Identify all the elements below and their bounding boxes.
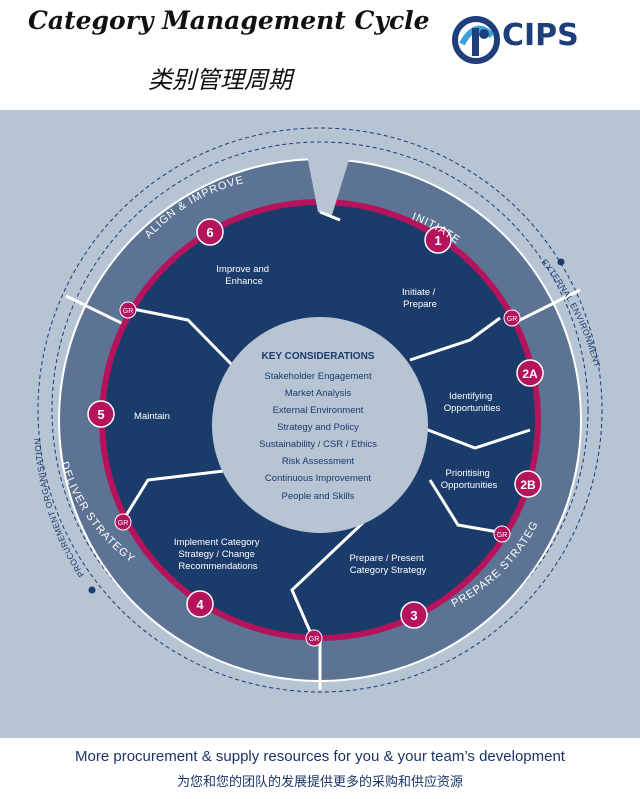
- stage-badge: [516, 359, 544, 387]
- gate-label: GR: [507, 316, 518, 323]
- consideration-item: Sustainability / CSR / Ethics: [259, 439, 377, 450]
- footer: More procurement & supply resources for …: [0, 738, 640, 799]
- stage-label-6: Improve and Enhance: [216, 264, 271, 287]
- cips-logo-icon: [452, 16, 500, 64]
- gate-label: GR: [118, 520, 129, 527]
- consideration-item: Stakeholder Engagement: [264, 371, 372, 382]
- consideration-item: Market Analysis: [285, 388, 352, 399]
- stage-number: 4: [196, 597, 204, 612]
- stage-badge: [186, 590, 214, 618]
- footer-chinese: 为您和您的团队的发展提供更多的采购和供应资源: [176, 775, 463, 790]
- cips-logo-text: CIPS: [502, 18, 579, 53]
- gate-label: GR: [123, 308, 134, 315]
- consideration-item: Strategy and Policy: [277, 422, 359, 433]
- gate-markers: GR GR GR GR GR: [114, 301, 521, 647]
- consideration-item: Risk Assessment: [282, 456, 355, 467]
- external-bullet-icon: [557, 258, 565, 266]
- stage-number: 2A: [522, 367, 538, 381]
- stage-badge: [400, 601, 428, 629]
- stage-label-2b: Prioritising Opportunities: [441, 468, 498, 491]
- stage-badge: [87, 400, 115, 428]
- stage-badge: [196, 218, 224, 246]
- gate-marker: [114, 513, 132, 531]
- page-title: Category Management Cycle: [28, 6, 430, 35]
- stage-badge: [514, 470, 542, 498]
- outer-dashed-ring: [37, 127, 603, 693]
- footer-english: More procurement & supply resources for …: [75, 748, 565, 765]
- stage-badge: [424, 226, 452, 254]
- stage-label-3: Prepare / Present Category Strategy: [349, 553, 426, 576]
- gate-marker: [305, 629, 323, 647]
- consideration-item: External Environment: [273, 405, 364, 416]
- stage-number: 5: [97, 407, 104, 422]
- key-considerations-title: KEY CONSIDERATIONS: [262, 351, 375, 362]
- stage-label-2a: Identifying Opportunities: [444, 391, 501, 414]
- stage-number: 2B: [520, 478, 536, 492]
- stage-label-1: Initiate / Prepare: [402, 287, 438, 310]
- consideration-item: Continuous Improvement: [265, 473, 371, 484]
- stage-labels: Initiate / Prepare Identifying Opportuni…: [134, 264, 500, 576]
- stage-badges: 1 2A 2B 3 4 5 6: [87, 218, 544, 629]
- gate-marker: [493, 525, 511, 543]
- key-considerations-circle: [212, 317, 428, 533]
- stage-number: 1: [434, 233, 441, 248]
- key-considerations: KEY CONSIDERATIONS Stakeholder Engagemen…: [259, 351, 377, 502]
- consideration-item: People and Skills: [282, 491, 355, 502]
- gate-marker: [503, 309, 521, 327]
- stage-dividers: [120, 210, 531, 637]
- cips-logo: CIPS: [452, 14, 602, 66]
- stage-number: 6: [206, 225, 213, 240]
- gate-label: GR: [497, 532, 508, 539]
- category-cycle-diagram: GR GR GR GR GR 1 2A 2B 3 4 5 6 Initiate …: [0, 110, 603, 693]
- header: Category Management Cycle 类别管理周期 CIPS: [0, 0, 640, 110]
- procurement-bullet-icon: [88, 586, 96, 594]
- stage-label-5: Maintain: [134, 411, 170, 422]
- stage-number: 3: [410, 608, 417, 623]
- page-subtitle: 类别管理周期: [148, 66, 292, 94]
- cycle-notch: [306, 150, 352, 215]
- gate-label: GR: [309, 636, 320, 643]
- stage-label-4: Implement Category Strategy / Change Rec…: [174, 537, 262, 572]
- gate-marker: [119, 301, 137, 319]
